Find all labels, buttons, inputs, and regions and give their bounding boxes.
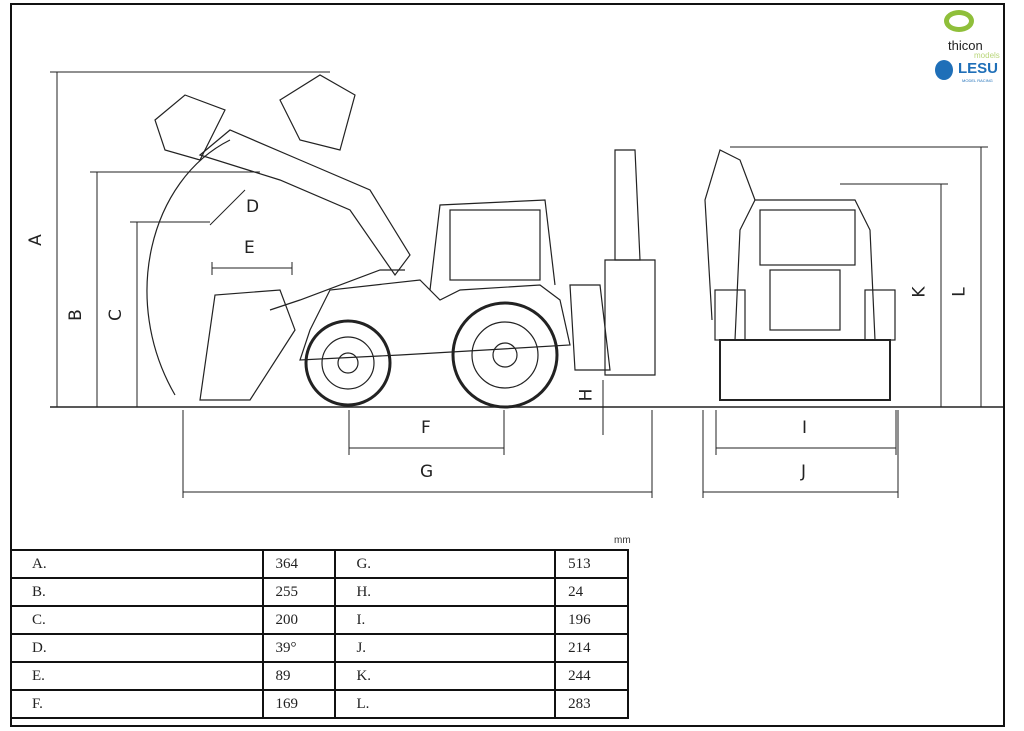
dim-name: C. (10, 605, 264, 635)
dim-label-i: I (802, 418, 808, 438)
dimension-lines (50, 71, 988, 498)
front-view-backhoe (704, 149, 896, 401)
dim-label-b: B (65, 309, 86, 321)
dim-value: 200 (261, 605, 337, 635)
thicon-logo-sub: models (974, 51, 1000, 60)
dim-name: E. (10, 661, 264, 691)
dim-value: 214 (554, 633, 629, 663)
thicon-gear-icon (944, 10, 974, 32)
dim-value: 244 (554, 661, 629, 691)
dim-name: A. (10, 549, 264, 579)
side-view-backhoe (146, 74, 656, 409)
dim-value: 513 (554, 549, 629, 579)
dim-value: 24 (554, 577, 629, 607)
page-frame (10, 3, 1005, 727)
dim-name: K. (334, 661, 557, 691)
dim-name: B. (10, 577, 264, 607)
dim-label-e: E (244, 238, 255, 258)
thicon-logo: thicon (948, 38, 983, 53)
dim-value: 169 (261, 689, 337, 719)
dim-value: 283 (554, 689, 629, 719)
dim-name: H. (334, 577, 557, 607)
table-row: D.39°J.214 (10, 633, 629, 663)
dim-label-c: C (105, 309, 126, 321)
dim-label-h: H (576, 388, 597, 402)
dim-value: 89 (261, 661, 337, 691)
lion-icon (935, 60, 953, 80)
dim-value: 196 (554, 605, 629, 635)
lesu-logo-sub: MODEL RACING (962, 78, 993, 83)
brand-logos: thicon models LESU MODEL RACING (930, 8, 1010, 88)
dim-label-d: D (246, 197, 260, 217)
dim-label-g: G (420, 462, 434, 482)
dim-value: 364 (261, 549, 337, 579)
dim-name: G. (334, 549, 557, 579)
dim-label-j: J (801, 462, 807, 482)
dim-name: J. (334, 633, 557, 663)
dim-name: I. (334, 605, 557, 635)
lesu-logo: LESU (958, 60, 999, 77)
dim-label-a: A (25, 234, 46, 246)
dim-label-f: F (421, 418, 431, 438)
dim-label-l: L (949, 287, 970, 297)
dim-name: F. (10, 689, 264, 719)
unit-label: mm (614, 535, 631, 546)
dim-name: D. (10, 633, 264, 663)
dim-value: 255 (261, 577, 337, 607)
dim-value: 39° (261, 633, 337, 663)
dim-label-k: K (909, 286, 930, 298)
dim-name: L. (334, 689, 557, 719)
